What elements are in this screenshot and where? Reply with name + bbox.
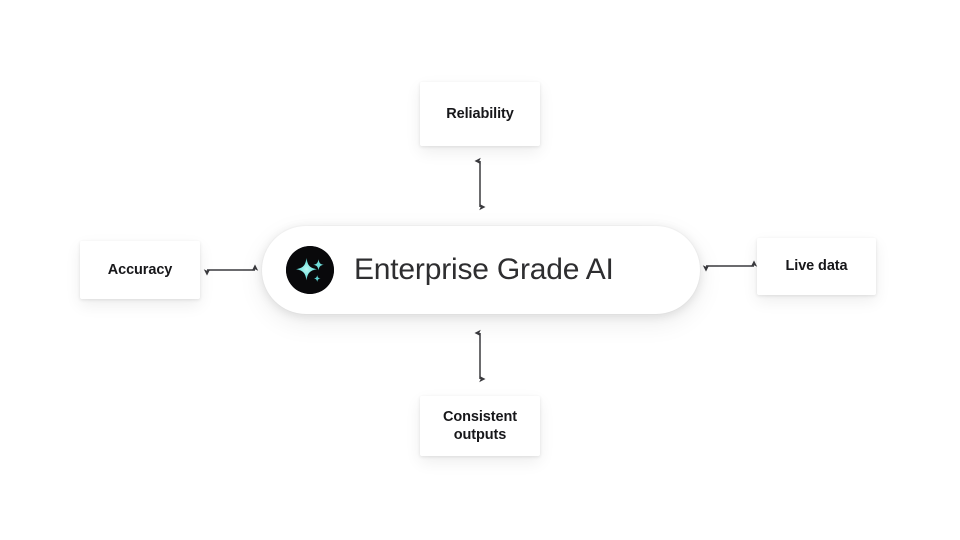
node-label-reliability: Reliability bbox=[446, 105, 514, 122]
hub-card-enterprise-grade-ai[interactable]: Enterprise Grade AI bbox=[262, 226, 700, 314]
node-card-live-data[interactable]: Live data bbox=[757, 238, 876, 295]
hub-title: Enterprise Grade AI bbox=[354, 253, 614, 286]
node-label-accuracy: Accuracy bbox=[107, 261, 173, 278]
node-label-consistent-outputs: Consistent outputs bbox=[443, 408, 517, 443]
connector-hub-live-data bbox=[702, 260, 758, 272]
connector-hub-reliability bbox=[474, 157, 486, 211]
node-label-live-data: Live data bbox=[785, 258, 848, 275]
connector-hub-accuracy bbox=[203, 264, 259, 276]
node-card-accuracy[interactable]: Accuracy bbox=[80, 241, 200, 299]
sparkle-icon bbox=[286, 246, 334, 294]
node-card-reliability[interactable]: Reliability bbox=[420, 82, 540, 146]
node-card-consistent-outputs[interactable]: Consistent outputs bbox=[420, 396, 540, 456]
connector-hub-consistent-outputs bbox=[474, 329, 486, 383]
